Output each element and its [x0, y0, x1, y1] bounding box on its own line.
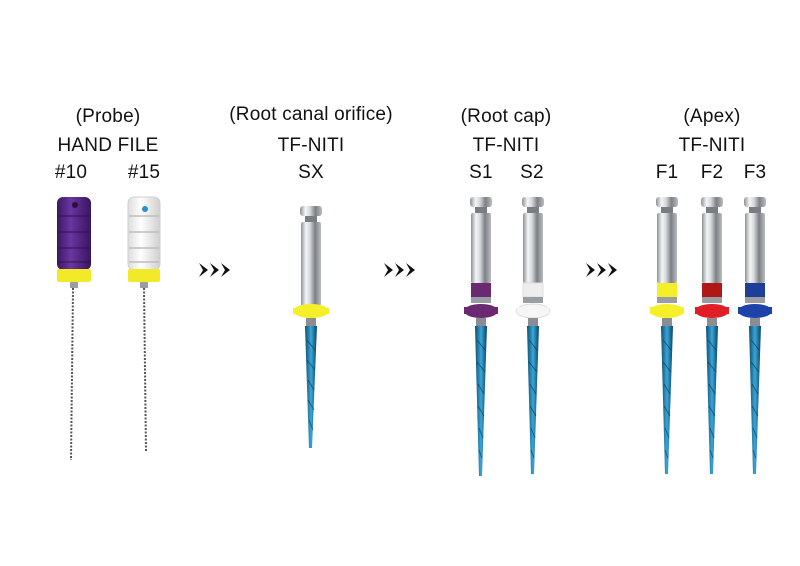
stage-probe: (Probe) [75, 106, 141, 127]
title-tf-niti-f: TF-NITI [678, 135, 746, 156]
label-file-f3: F3 [743, 162, 767, 183]
label-file-f1: F1 [655, 162, 679, 183]
title-tf-niti-s: TF-NITI [472, 135, 540, 156]
tf-niti-file-f1 [650, 197, 684, 474]
stage-root-cap: (Root cap) [460, 106, 552, 127]
tf-niti-file-f3 [738, 197, 772, 474]
label-file-sx: SX [298, 162, 324, 183]
chevron-arrows-icon [199, 263, 230, 277]
title-hand-file: HAND FILE [57, 135, 159, 156]
label-file-s2: S2 [520, 162, 544, 183]
tf-niti-file-sx [293, 206, 329, 448]
label-file-f2: F2 [700, 162, 724, 183]
stage-root-canal-orifice: (Root canal orifice) [229, 104, 393, 125]
chevron-arrows-icon [384, 263, 415, 277]
label-file-15: #15 [127, 162, 161, 183]
label-file-s1: S1 [469, 162, 493, 183]
title-tf-niti-sx: TF-NITI [277, 135, 345, 156]
hand-file-10 [57, 197, 91, 461]
label-file-10: #10 [54, 162, 88, 183]
hand-file-15 [127, 196, 161, 453]
chevron-arrows-icon [586, 263, 617, 277]
stage-apex: (Apex) [683, 106, 741, 127]
